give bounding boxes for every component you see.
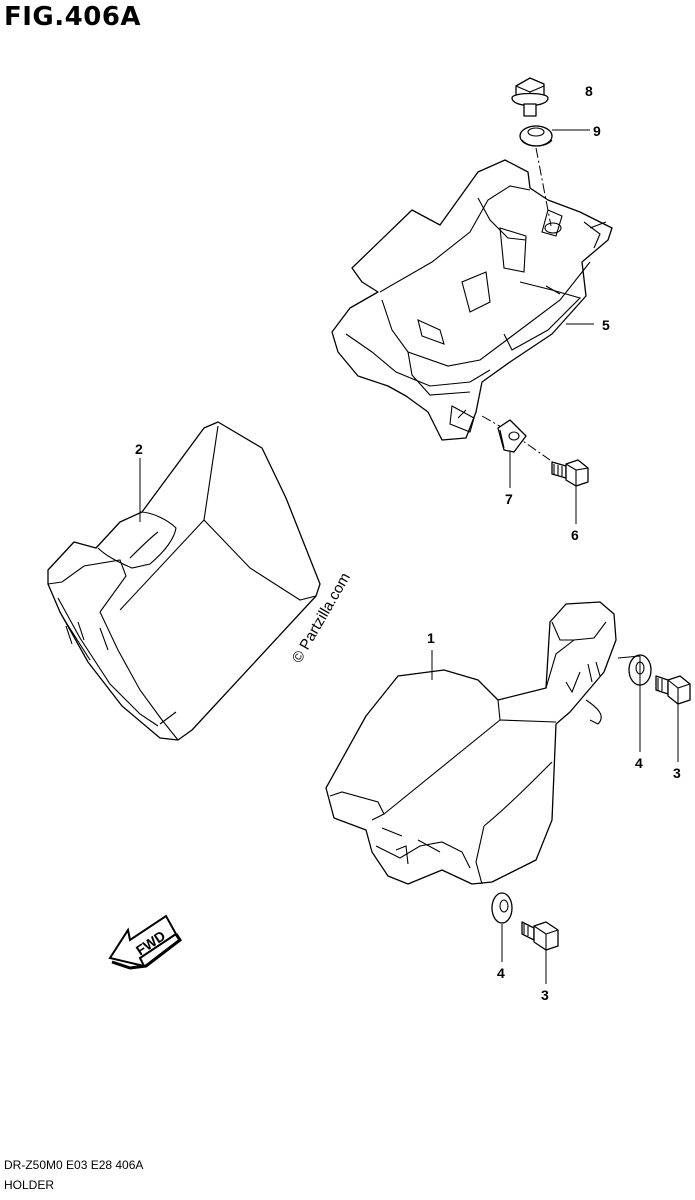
cover-2 xyxy=(47,421,321,741)
callout-4-upper: 4 xyxy=(635,755,643,771)
clip-nut-7 xyxy=(497,419,527,453)
callout-5: 5 xyxy=(602,317,610,333)
callout-7: 7 xyxy=(505,491,513,507)
fwd-arrow: FWD xyxy=(108,914,183,970)
callout-3-upper: 3 xyxy=(673,765,681,781)
washer-4-lower xyxy=(491,892,513,924)
bolt-3-lower xyxy=(521,921,559,951)
figure-code: DR-Z50M0 E03 E28 406A xyxy=(4,1158,144,1172)
figure-title: FIG.406A xyxy=(4,2,142,32)
callout-4-lower: 4 xyxy=(497,965,505,981)
figure-name: HOLDER xyxy=(4,1178,55,1192)
holder-tray xyxy=(331,159,613,441)
callout-6: 6 xyxy=(571,527,579,543)
callout-2: 2 xyxy=(135,441,143,457)
callout-8: 8 xyxy=(585,83,593,99)
callout-1: 1 xyxy=(427,630,435,646)
callout-3-lower: 3 xyxy=(541,987,549,1003)
bolt-8 xyxy=(511,77,549,117)
grommet-9 xyxy=(519,125,553,147)
callout-9: 9 xyxy=(593,123,601,139)
cover-1 xyxy=(325,601,617,885)
bolt-3-upper xyxy=(655,675,691,705)
bolt-6 xyxy=(551,459,589,487)
